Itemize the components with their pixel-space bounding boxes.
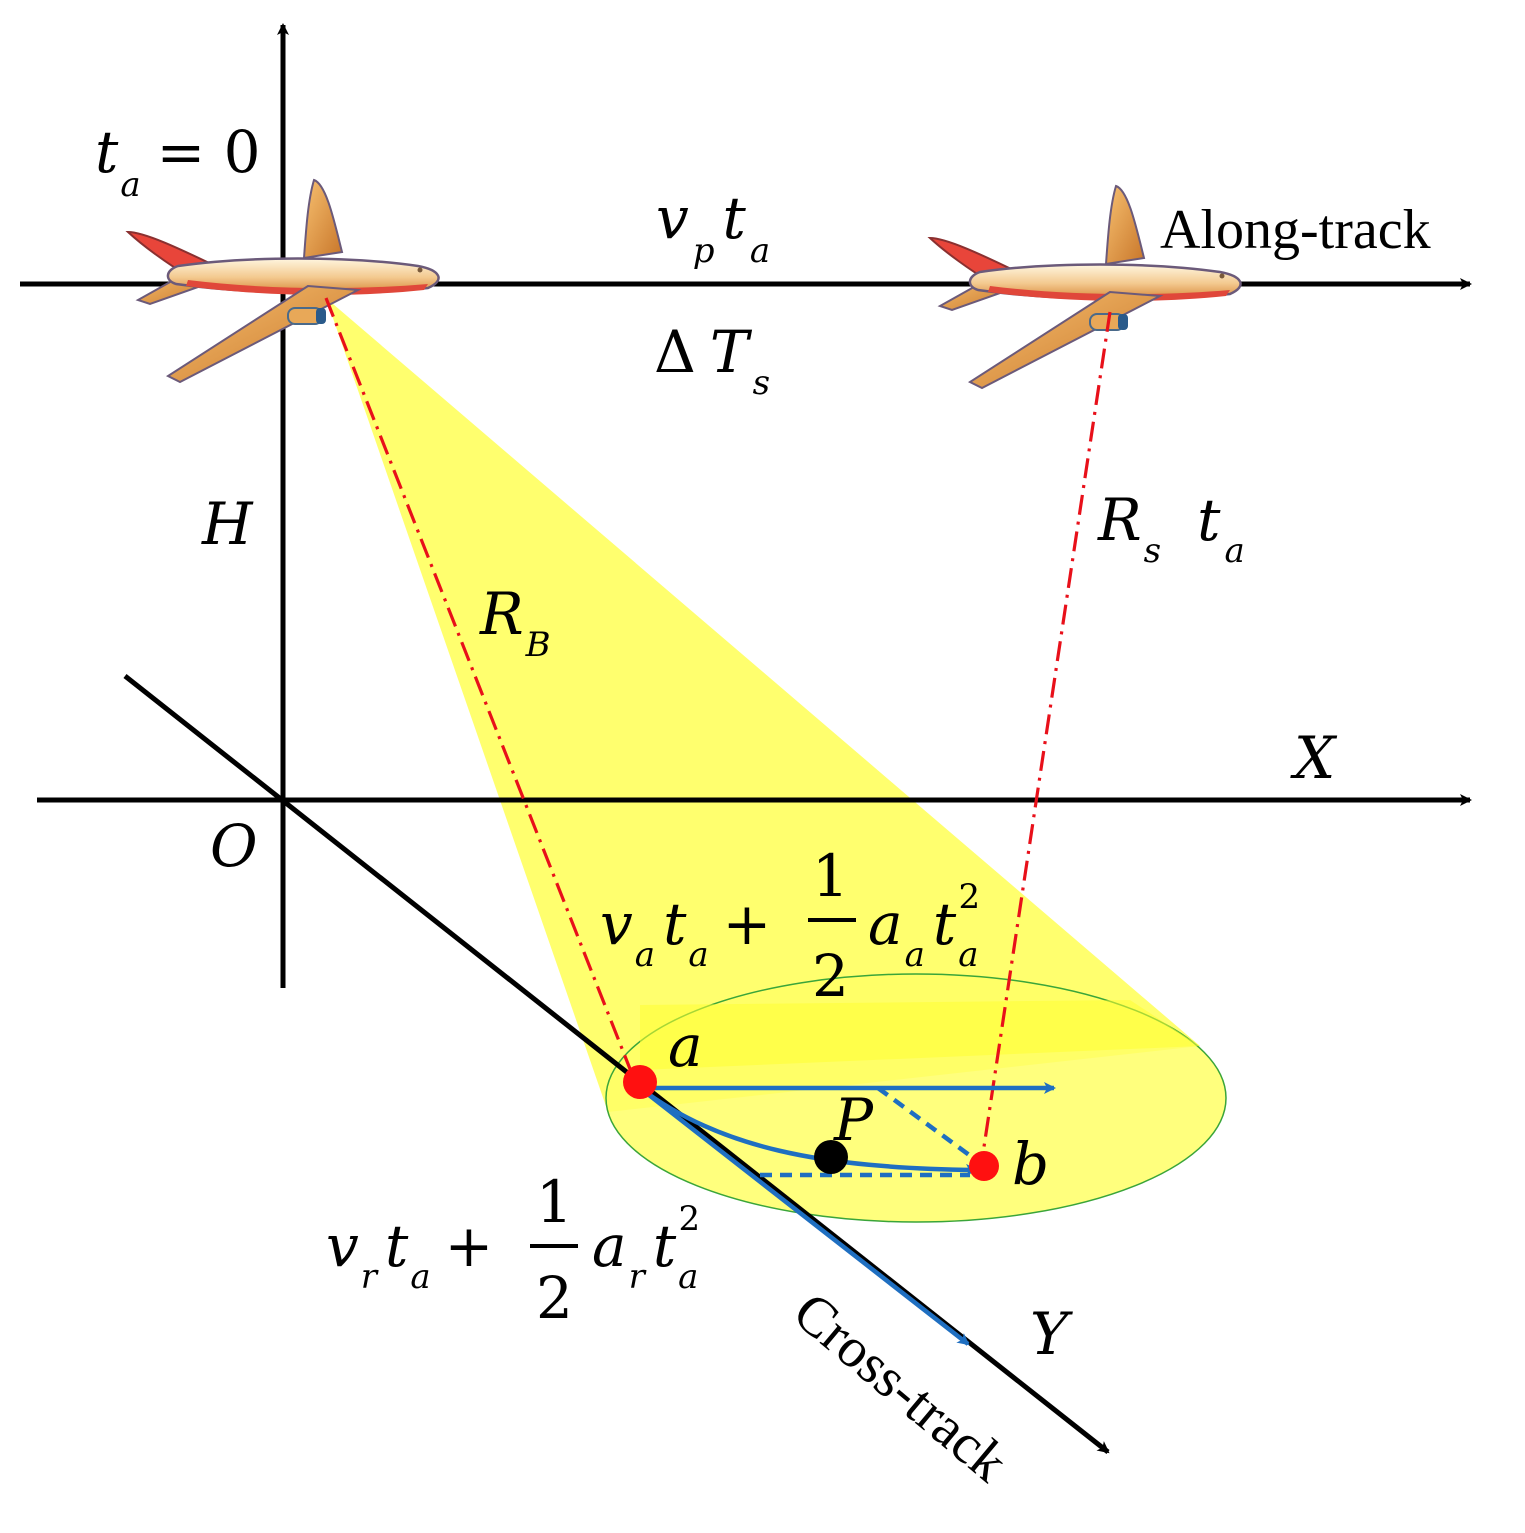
svg-text:2: 2: [536, 1264, 573, 1332]
svg-text:1: 1: [812, 842, 849, 910]
point-p-marker: [814, 1140, 848, 1174]
label-o: O: [210, 812, 258, 880]
beam-overlap: [640, 1000, 1200, 1070]
range-line-rb: [324, 297, 634, 1075]
target-trajectory: [638, 1086, 978, 1176]
label-point-b: b: [1012, 1130, 1049, 1198]
label-y: Y: [1030, 1300, 1073, 1368]
range-line-rs: [980, 311, 1112, 1161]
svg-text:1: 1: [536, 1168, 573, 1236]
label-cross-track: Cross-track: [782, 1280, 1020, 1493]
point-a-marker: [623, 1065, 657, 1099]
label-along-track: Along-track: [1160, 199, 1431, 261]
label-ta-zero: ta= 0: [95, 118, 261, 205]
svg-text:2: 2: [812, 942, 849, 1010]
label-point-p: P: [833, 1086, 874, 1154]
dashed-component-upper: [876, 1086, 978, 1162]
label-h: H: [201, 490, 254, 558]
cross-velocity-arrow: [638, 1086, 970, 1346]
point-b-marker: [969, 1151, 999, 1181]
label-x: X: [1290, 724, 1338, 792]
radar-beam: [326, 298, 1200, 1112]
label-point-a: a: [668, 1012, 703, 1080]
label-rb: RB: [479, 580, 551, 665]
